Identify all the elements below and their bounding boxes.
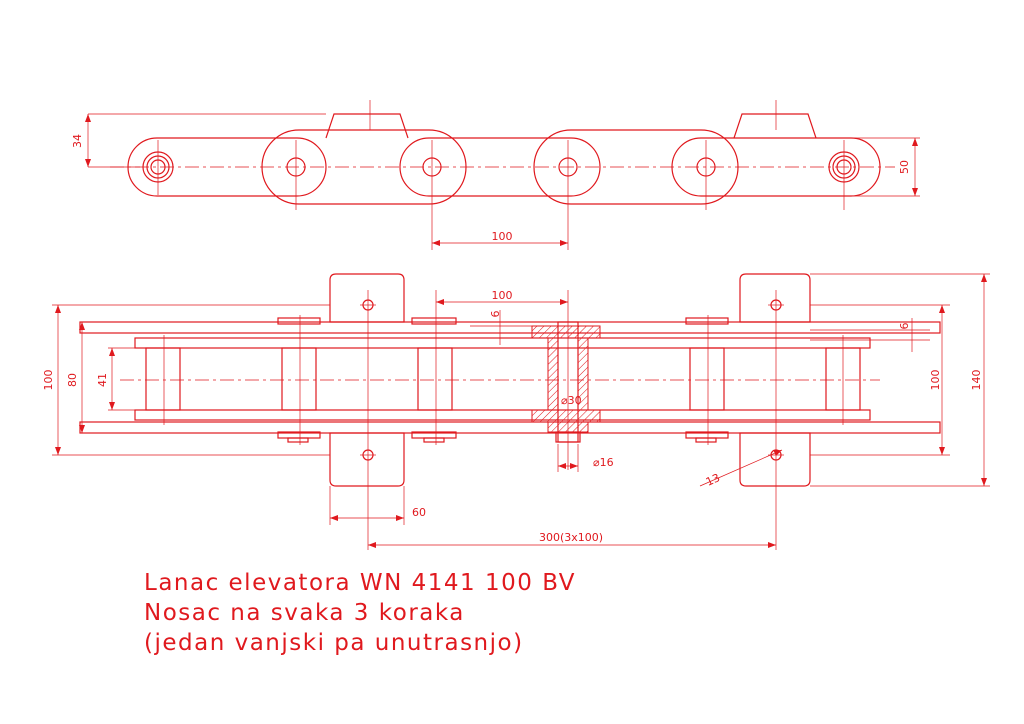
dim-6-right: 6 — [898, 323, 911, 330]
inner-rail-top — [134, 337, 871, 349]
attachment-plate-top-right — [739, 273, 811, 323]
plan-view: 100 6 6 100 80 41 ⌀30 ⌀16 100 — [42, 273, 990, 550]
dim-pitch-plan: 100 — [492, 289, 513, 302]
dim-r13: 13 — [704, 471, 722, 489]
dim-100-right: 100 — [929, 370, 942, 391]
dim-pitch-top: 100 — [492, 230, 513, 243]
dim-dia-16: ⌀16 — [593, 456, 614, 469]
attachment-plate-top-left — [329, 273, 405, 323]
dim-100-left: 100 — [42, 370, 55, 391]
dim-6-left: 6 — [489, 311, 502, 318]
top-view: 34 50 100 — [71, 100, 920, 250]
section-top-plate — [531, 325, 601, 339]
outer-rail-bottom — [79, 421, 941, 434]
middle-link-plate — [399, 137, 601, 197]
outer-rail-top — [79, 321, 941, 334]
dim-dia-30: ⌀30 — [561, 394, 582, 407]
attachment-plate-bottom-left — [329, 432, 405, 487]
dim-140: 140 — [970, 370, 983, 391]
title-line-1: Lanac elevatora WN 4141 100 BV — [144, 570, 576, 596]
section-bottom-plate — [531, 409, 601, 423]
dim-60: 60 — [412, 506, 426, 519]
title-line-3: (jedan vanjski pa unutrasnjo) — [144, 630, 524, 656]
top-attachment-lug-2 — [733, 113, 817, 139]
dim-50: 50 — [898, 160, 911, 174]
top-attachment-lug-1 — [325, 113, 409, 139]
inner-rail-bottom — [134, 409, 871, 421]
attachment-plate-bottom-right — [739, 432, 811, 487]
dim-34: 34 — [71, 134, 84, 148]
dim-300: 300(3x100) — [539, 531, 603, 544]
title-block: Lanac elevatora WN 4141 100 BV Nosac na … — [144, 570, 576, 656]
title-line-2: Nosac na svaka 3 koraka — [144, 600, 465, 626]
dim-80: 80 — [66, 373, 79, 387]
dim-41: 41 — [96, 373, 109, 387]
